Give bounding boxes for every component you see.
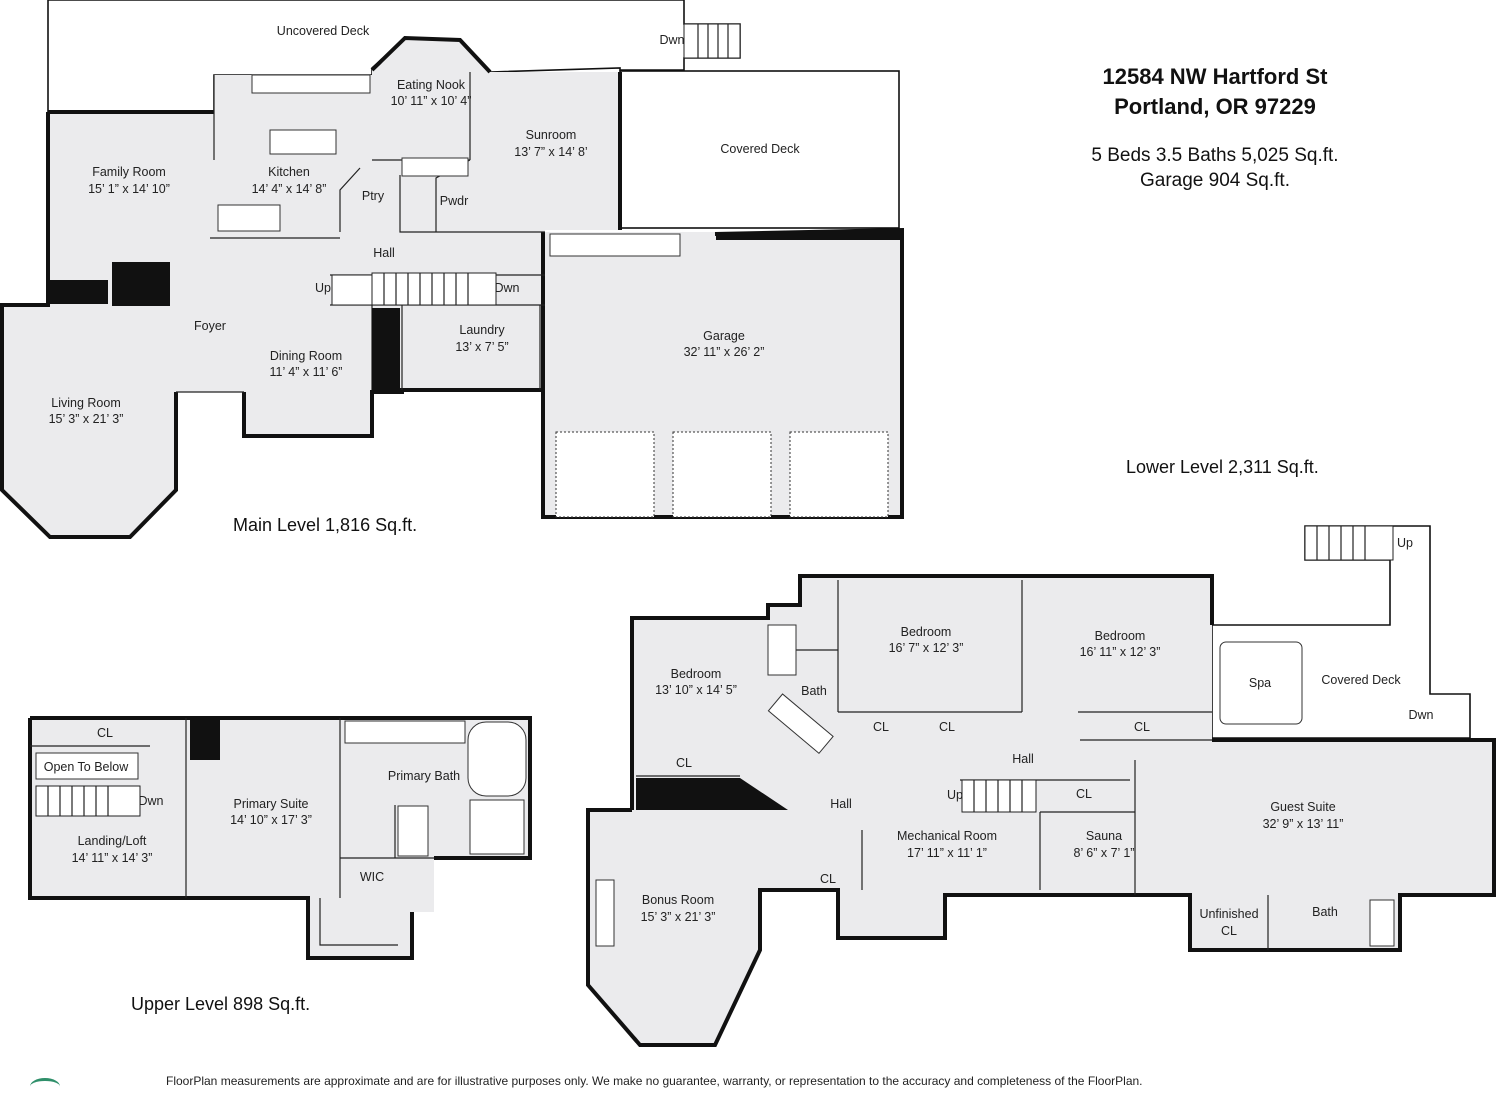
label-bath-2: Bath xyxy=(1312,905,1338,919)
label-bedroom-1: Bedroom xyxy=(671,667,722,681)
address-line-2: Portland, OR 97229 xyxy=(1114,94,1316,119)
label-guest-suite: Guest Suite xyxy=(1270,800,1335,814)
label-guest-suite-dim: 32’ 9” x 13’ 11” xyxy=(1263,817,1344,831)
label-lower-hall: Hall xyxy=(830,797,852,811)
spa-tub xyxy=(1219,641,1303,725)
label-eating-nook-dim: 10’ 11” x 10’ 4” xyxy=(391,94,472,108)
label-eating-nook: Eating Nook xyxy=(397,78,466,92)
label-uncovered-deck: Uncovered Deck xyxy=(277,24,370,38)
lower-exterior-wall xyxy=(586,574,1496,1047)
lower-stair-up xyxy=(1304,525,1394,561)
garage-doors xyxy=(549,233,889,518)
label-lower-up: Up xyxy=(947,788,963,802)
disclaimer: FloorPlan measurements are approximate a… xyxy=(166,1074,1143,1088)
main-exterior-wall xyxy=(0,35,622,539)
label-bedroom-3: Bedroom xyxy=(1095,629,1146,643)
main-covered-deck-area xyxy=(619,70,900,229)
label-main-level: Main Level 1,816 Sq.ft. xyxy=(233,515,417,535)
label-bonus-room: Bonus Room xyxy=(642,893,714,907)
upper-interior-walls xyxy=(30,718,434,946)
logo-icon xyxy=(30,1078,60,1095)
label-dining-room-dim: 11’ 4” x 11’ 6” xyxy=(270,365,343,379)
label-unfinished: Unfinished xyxy=(1199,907,1258,921)
label-deck-dwn: Dwn xyxy=(659,33,684,47)
label-family-room-dim: 15’ 1” x 14’ 10” xyxy=(88,182,170,196)
main-stair xyxy=(331,272,497,306)
label-main-up: Up xyxy=(315,281,331,295)
label-primary-bath: Primary Bath xyxy=(388,769,460,783)
label-lower-up-stair: Up xyxy=(1397,536,1413,550)
label-family-room: Family Room xyxy=(92,165,166,179)
label-pantry: Ptry xyxy=(362,189,385,203)
label-spa: Spa xyxy=(1249,676,1271,690)
label-landing: Landing/Loft xyxy=(78,834,147,848)
label-garage: Garage xyxy=(703,329,745,343)
label-cl-c: CL xyxy=(939,720,955,734)
label-unfinished-cl: CL xyxy=(1221,924,1237,938)
label-bonus-room-dim: 15’ 3” x 21’ 3” xyxy=(641,910,716,924)
label-cl-d: CL xyxy=(1134,720,1150,734)
main-level-plan: Uncovered Deck Eating Nook 10’ 11” x 10’… xyxy=(0,0,904,539)
label-bedroom-2: Bedroom xyxy=(901,625,952,639)
lower-main-stair xyxy=(961,779,1037,813)
label-main-hall: Hall xyxy=(373,246,395,260)
label-bath-1: Bath xyxy=(801,684,827,698)
upper-level-plan: CL Open To Below Dwn Landing/Loft 14’ 11… xyxy=(28,716,532,1014)
summary-garage: Garage 904 Sq.ft. xyxy=(1140,170,1290,191)
label-foyer: Foyer xyxy=(194,319,226,333)
label-bedroom-1-dim: 13’ 10” x 14’ 5” xyxy=(655,683,737,697)
label-cl-a: CL xyxy=(676,756,692,770)
label-main-dwn: Dwn xyxy=(494,281,519,295)
label-living-room: Living Room xyxy=(51,396,120,410)
label-primary-suite-dim: 14’ 10” x 17’ 3” xyxy=(230,813,312,827)
bonus-fireplace xyxy=(636,778,788,810)
label-living-room-dim: 15’ 3” x 21’ 3” xyxy=(49,412,124,426)
lower-level-plan: Up Bedroom 13’ 10” x 14’ 5” Bath Bedroom… xyxy=(586,457,1496,1047)
label-cl-b: CL xyxy=(873,720,889,734)
label-sunroom: Sunroom xyxy=(526,128,577,142)
label-open-to-below: Open To Below xyxy=(44,760,130,774)
label-bedroom-2-dim: 16’ 7” x 12’ 3” xyxy=(889,641,964,655)
label-primary-suite: Primary Suite xyxy=(233,797,308,811)
label-laundry: Laundry xyxy=(459,323,505,337)
label-kitchen: Kitchen xyxy=(268,165,310,179)
label-lower-dwn: Dwn xyxy=(1408,708,1433,722)
label-sauna-dim: 8’ 6” x 7’ 1” xyxy=(1074,846,1135,860)
label-upper-cl: CL xyxy=(97,726,113,740)
label-bedroom-3-dim: 16’ 11” x 12’ 3” xyxy=(1080,645,1161,659)
family-fireplace xyxy=(112,262,170,306)
label-upper-dwn: Dwn xyxy=(138,794,163,808)
lower-interior-walls xyxy=(636,580,1269,950)
label-lower-level: Lower Level 2,311 Sq.ft. xyxy=(1126,457,1319,477)
label-wic: WIC xyxy=(360,870,384,884)
label-sauna: Sauna xyxy=(1086,829,1122,843)
garage-wall xyxy=(541,227,904,519)
label-dining-room: Dining Room xyxy=(270,349,342,363)
living-fireplace xyxy=(48,280,108,304)
label-covered-deck: Covered Deck xyxy=(720,142,800,156)
label-mechanical: Mechanical Room xyxy=(897,829,997,843)
kitchen-island xyxy=(269,129,337,155)
upper-stair xyxy=(35,785,141,817)
label-cl-f: CL xyxy=(820,872,836,886)
label-lower-covered-deck: Covered Deck xyxy=(1321,673,1401,687)
upper-exterior-wall xyxy=(28,716,532,960)
label-lower-hall-upper: Hall xyxy=(1012,752,1034,766)
summary-beds-baths: 5 Beds 3.5 Baths 5,025 Sq.ft. xyxy=(1091,145,1339,166)
label-garage-dim: 32’ 11” x 26’ 2” xyxy=(684,345,765,359)
label-cl-e: CL xyxy=(1076,787,1092,801)
label-mechanical-dim: 17’ 11” x 11’ 1” xyxy=(907,846,987,860)
label-sunroom-dim: 13’ 7” x 14’ 8’ xyxy=(514,145,587,159)
address-line-1: 12584 NW Hartford St xyxy=(1102,64,1328,89)
label-kitchen-dim: 14’ 4” x 14’ 8” xyxy=(252,182,327,196)
label-landing-dim: 14’ 11” x 14’ 3” xyxy=(72,851,153,865)
label-upper-level: Upper Level 898 Sq.ft. xyxy=(131,994,310,1014)
deck-stair xyxy=(683,23,741,59)
label-powder: Pwdr xyxy=(440,194,468,208)
label-laundry-dim: 13’ x 7’ 5” xyxy=(455,340,508,354)
